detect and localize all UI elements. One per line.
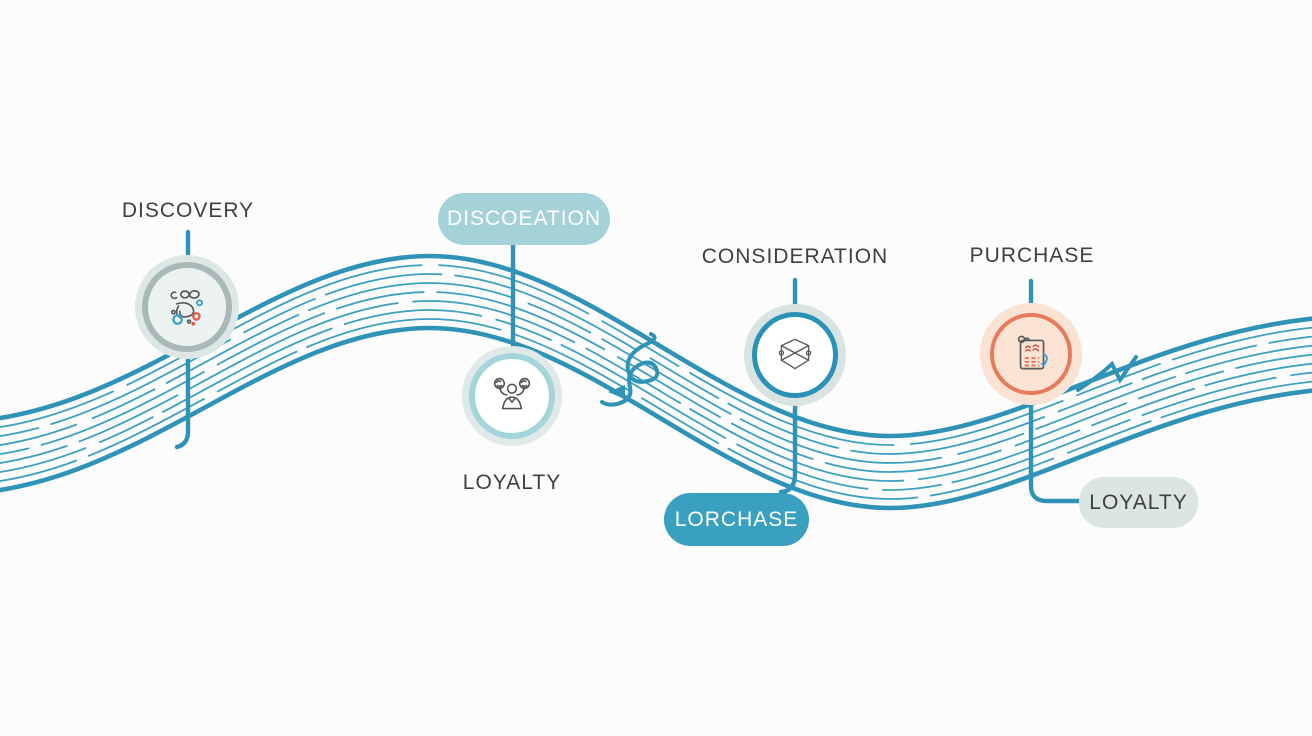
consideration-drop-connector bbox=[778, 403, 798, 495]
discovery-circle bbox=[142, 262, 232, 352]
loyalty-pill-label: LOYALTY bbox=[1089, 490, 1188, 514]
lorchase-pill-label: LORCHASE bbox=[674, 507, 799, 531]
stethoscope-doodle-icon bbox=[170, 290, 203, 326]
receipt-document-icon bbox=[1017, 335, 1048, 370]
loyalty-pill: LOYALTY bbox=[1079, 477, 1198, 528]
lorchase-pill: LORCHASE bbox=[664, 493, 809, 546]
purchase-elbow-connector bbox=[1028, 402, 1082, 504]
purchase-label: PURCHASE bbox=[969, 244, 1095, 267]
loyalty-caption: LOYALTY bbox=[462, 471, 562, 494]
purchase-circle bbox=[990, 313, 1072, 395]
loyalty-circle bbox=[469, 353, 555, 439]
loyalty-node bbox=[462, 346, 562, 446]
discoeation-pill-label: DISCOEATION bbox=[446, 207, 602, 230]
discovery-node bbox=[135, 255, 239, 359]
consideration-label: CONSIDERATION bbox=[701, 245, 889, 268]
discoeation-pill: DISCOEATION bbox=[438, 193, 610, 245]
discovery-label: DISCOVERY bbox=[121, 199, 255, 222]
cube-wireframe-icon bbox=[778, 338, 812, 370]
discovery-drop-connector bbox=[174, 356, 191, 450]
zigzag-notch-mark bbox=[1076, 355, 1138, 392]
consideration-node bbox=[744, 304, 846, 406]
consideration-circle bbox=[752, 312, 838, 398]
people-group-icon bbox=[493, 377, 531, 410]
connectors bbox=[174, 229, 1082, 504]
s-squiggle-mark bbox=[600, 332, 660, 407]
purchase-node bbox=[980, 303, 1082, 405]
